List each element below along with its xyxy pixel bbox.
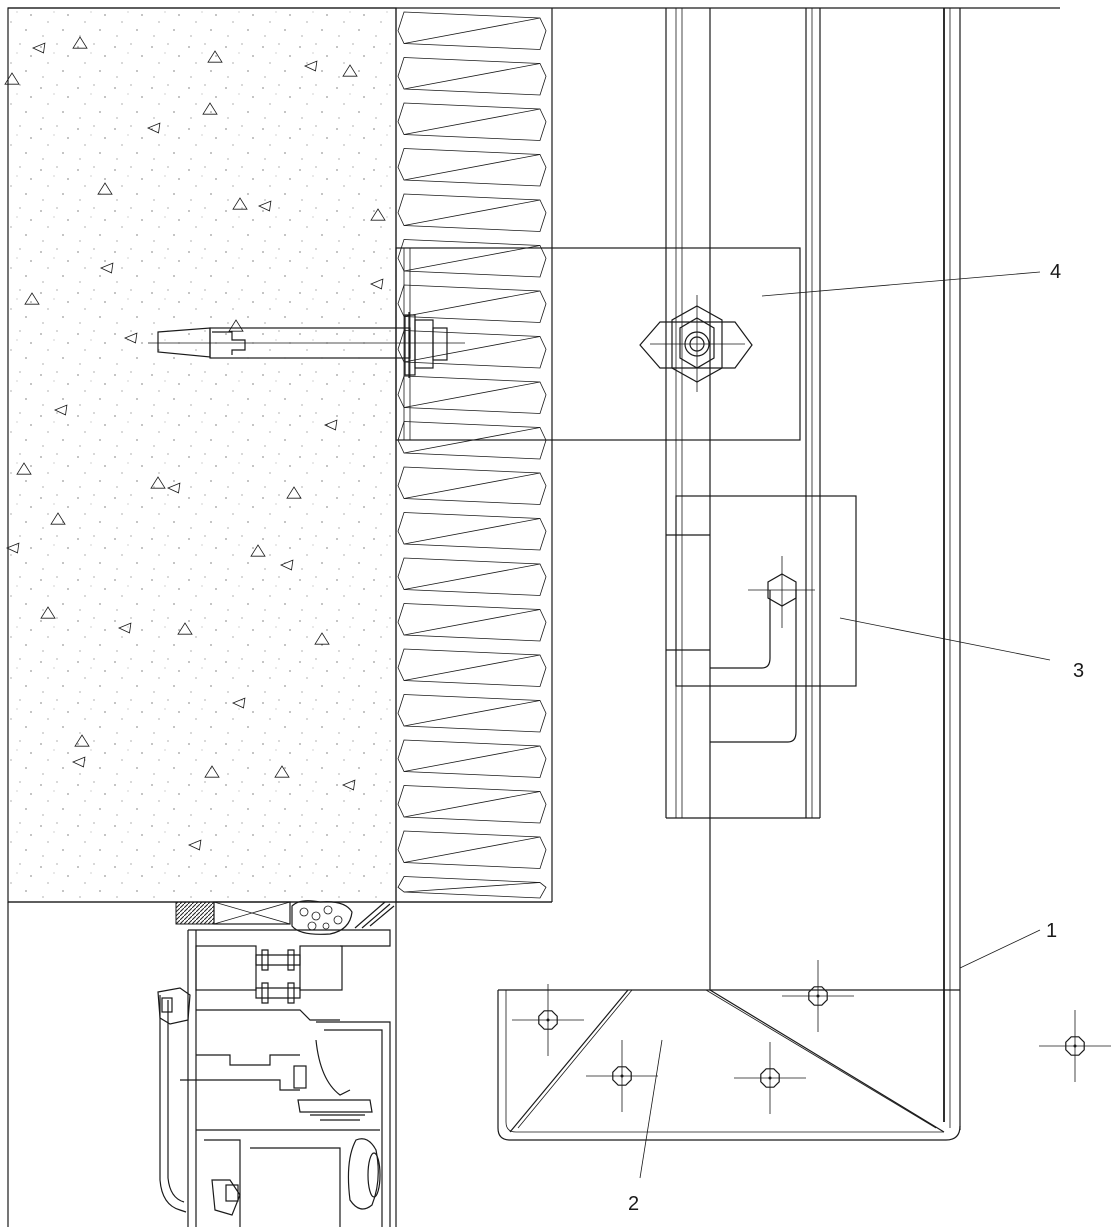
callout-label-2: 2 [628,1193,639,1215]
fastener-crosshair [782,960,854,1032]
vertical-guide-rail [665,8,821,990]
leader-line-3 [839,617,1051,661]
leader-line-1 [959,929,1041,969]
callout-label-1: 1 [1046,920,1057,942]
concrete-aggregate-marks [4,36,386,851]
leader-line-2 [639,1039,663,1179]
bracket-bolt [639,295,753,392]
leader-line-4 [761,271,1041,297]
callout-label-3: 3 [1073,660,1084,682]
leader-lines [639,271,1051,1179]
fastener-crosshair [512,984,584,1056]
callout-label-4: 4 [1050,261,1061,283]
concrete-wall [4,7,397,903]
fastener-crosshair [734,1042,806,1114]
window-frame-profile [7,900,552,1227]
fastener-crosshair [1039,1010,1111,1082]
soffit-panel [509,989,945,1133]
fastener-crosshair [586,1040,658,1112]
cladding-panel [497,8,961,1141]
insulation-layer [395,8,553,903]
wall-bracket [395,247,801,441]
insulation-hatch [397,11,547,899]
crosshair-markers [512,960,1111,1114]
sealant-foam [291,900,353,935]
rail-clamp [666,495,857,743]
callout-labels: 1 2 3 4 [628,261,1084,1215]
